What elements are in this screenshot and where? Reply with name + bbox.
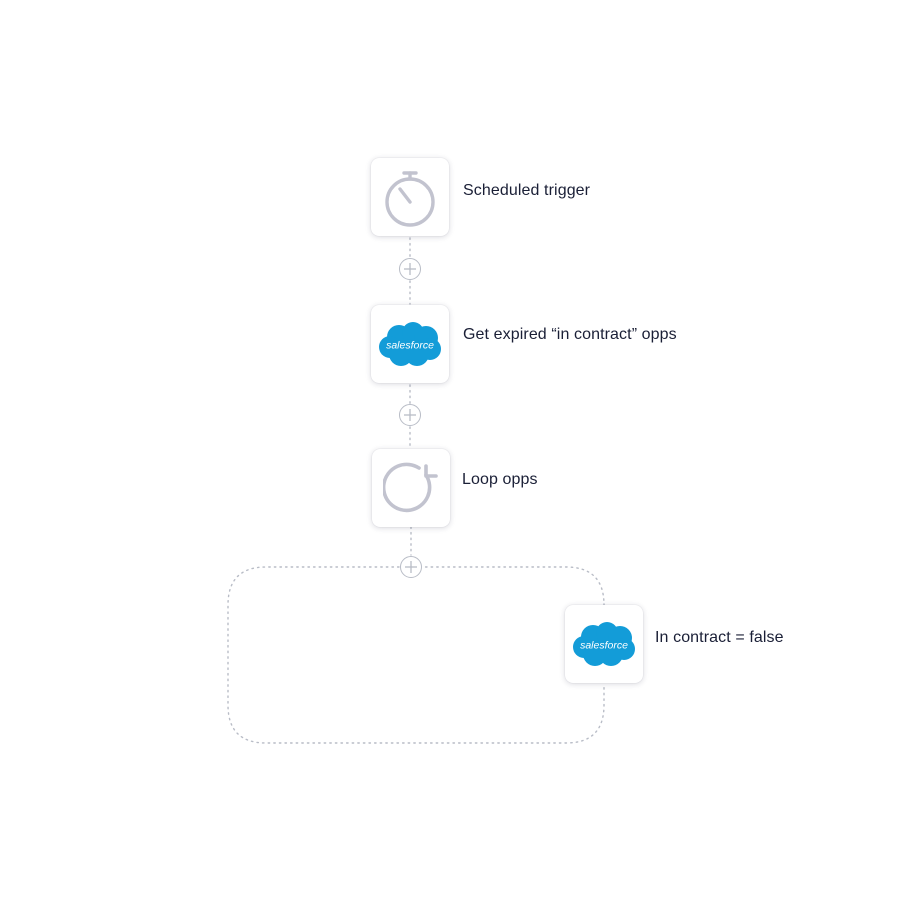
step-node-loop-opps[interactable]: [372, 449, 450, 527]
add-step-button[interactable]: [399, 258, 421, 280]
loop-container-outline: [227, 566, 605, 744]
salesforce-icon: salesforce: [571, 621, 637, 667]
step-node-get-expired-opps[interactable]: salesforce: [371, 305, 449, 383]
step-label: In contract = false: [655, 629, 784, 646]
add-step-button[interactable]: [400, 556, 422, 578]
plus-icon: [405, 561, 417, 573]
step-label: Loop opps: [462, 471, 538, 488]
plus-icon: [404, 263, 416, 275]
salesforce-icon: salesforce: [377, 321, 443, 367]
step-node-in-contract-false[interactable]: salesforce: [565, 605, 643, 683]
step-node-scheduled-trigger[interactable]: [371, 158, 449, 236]
stopwatch-icon: [382, 167, 438, 227]
salesforce-logo-text: salesforce: [580, 640, 628, 652]
loop-icon: [383, 460, 439, 516]
salesforce-logo-text: salesforce: [386, 340, 434, 352]
step-label: Scheduled trigger: [463, 182, 591, 199]
plus-icon: [404, 409, 416, 421]
step-label: Get expired “in contract” opps: [463, 326, 677, 343]
add-step-button[interactable]: [399, 404, 421, 426]
